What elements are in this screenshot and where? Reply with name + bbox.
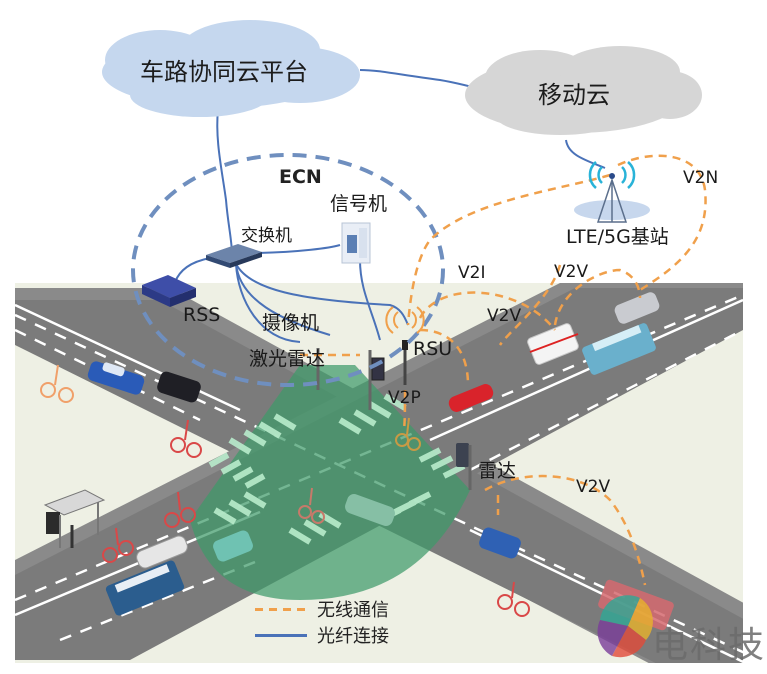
- rsu-signal-icon: [385, 306, 425, 334]
- v2x-platform-cloud-label: 车路协同云平台: [140, 58, 308, 86]
- bus-stop: [43, 489, 106, 548]
- signal-controller-icon: [341, 222, 371, 264]
- mobile-cloud: [465, 46, 702, 135]
- v2p-label: V2P: [388, 388, 421, 408]
- v2v-top-label: V2V: [554, 262, 589, 282]
- lane-line: [429, 298, 743, 442]
- vehicle-ambulance: [527, 323, 579, 365]
- lane-dash: [469, 328, 743, 472]
- vehicle-dark-blue-bus: [105, 560, 185, 616]
- lidar-label: 激光雷达: [249, 348, 326, 370]
- base-station-icon: [574, 161, 650, 223]
- radar-device: [456, 443, 469, 467]
- rss-server-icon: [142, 275, 196, 307]
- legend-fiber-label: 光纤连接: [317, 626, 389, 647]
- vehicle-silver-car: [614, 292, 660, 324]
- vehicle-red-sports-car: [448, 384, 494, 412]
- vehicle-black-car: [157, 371, 201, 403]
- ecn-label: ECN: [279, 166, 322, 188]
- watermark-text: 电科技: [652, 625, 767, 666]
- switch-label: 交换机: [241, 226, 292, 246]
- legend-wireless-label: 无线通信: [317, 600, 389, 621]
- rsu-device: [402, 340, 408, 350]
- rsu-label: RSU: [413, 338, 453, 360]
- lidar-coverage-area: [190, 365, 470, 600]
- crosswalks: [208, 393, 466, 545]
- mobile-cloud-label: 移动云: [538, 81, 610, 109]
- camera-label: 摄像机: [262, 312, 320, 334]
- vehicle-teal-car: [213, 530, 253, 562]
- wireless-line-icon: [255, 607, 307, 611]
- switch-icon: [206, 244, 262, 268]
- rss-label: RSS: [183, 304, 221, 326]
- vehicle-police-car: [87, 361, 145, 395]
- base-station-label: LTE/5G基站: [566, 226, 669, 248]
- radar-label: 雷达: [478, 460, 517, 482]
- ecn-boundary: [131, 153, 445, 387]
- vehicle-white-car: [136, 535, 188, 569]
- v2i-label: V2I: [458, 263, 486, 283]
- lane-line: [15, 303, 241, 412]
- legend-wireless: 无线通信: [255, 596, 389, 622]
- vehicle-blue-car-lower: [479, 527, 521, 559]
- legend-fiber: 光纤连接: [255, 622, 389, 648]
- v2n-label: V2N: [683, 168, 719, 188]
- cyclists: [40, 364, 530, 617]
- v2v-mid-label: V2V: [487, 306, 522, 326]
- watermark-logo-icon: [597, 595, 653, 658]
- signal-controller-label: 信号机: [330, 193, 388, 215]
- v2x-platform-cloud: [102, 20, 360, 117]
- v2v-bottom-label: V2V: [576, 477, 611, 497]
- fiber-line-icon: [255, 633, 307, 637]
- vehicle-blue-bus-right: [582, 323, 656, 375]
- wireless-links: [300, 154, 707, 586]
- vehicle-green-car-center: [345, 494, 395, 526]
